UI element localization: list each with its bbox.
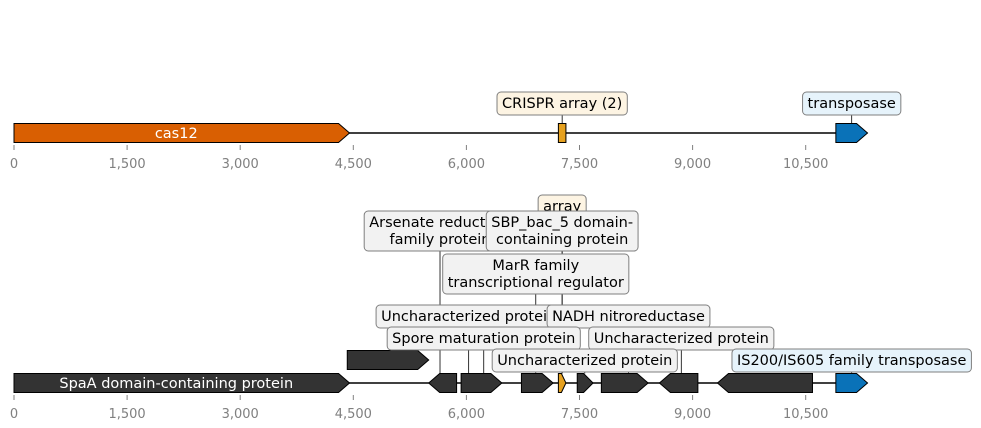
gene-arrow-other[interactable] (576, 373, 594, 393)
feature-label-text: Spore maturation protein (392, 331, 575, 347)
feature-label-box (802, 91, 902, 116)
axis-tick-label: 0 (10, 157, 18, 172)
axis-tick-label: 10,500 (783, 157, 829, 172)
axis-tick-label: 9,000 (674, 157, 711, 172)
axis-top: 0 1,500 3,000 4,500 6,000 7,500 9,000 10,500 (10, 145, 829, 172)
feature-label-box (588, 326, 775, 351)
axis-tick-label: 6,000 (448, 407, 485, 422)
feature-label-text: containing protein (496, 232, 628, 248)
gene-arrow-other[interactable] (346, 350, 430, 370)
axis-tick-label: 7,500 (561, 407, 598, 422)
axis-tick-label: 3,000 (222, 157, 259, 172)
gene-arrow-other[interactable] (716, 373, 813, 393)
feature-label: Uncharacterized protein (491, 348, 678, 373)
axis-tick-label: 4,500 (335, 157, 372, 172)
gene-arrow-other[interactable] (13, 373, 351, 393)
feature-label-text: IS200/IS605 family transposase (737, 353, 967, 369)
axis-tick-label: 1,500 (108, 407, 145, 422)
track-top: cas12 0 1,500 3,000 4,500 6,000 7,500 9,000 10,5… (10, 91, 902, 172)
axis-tick-label: 7,500 (561, 157, 598, 172)
gene-arrow-other[interactable] (658, 373, 699, 393)
feature-label-text: Arsenate reductase (369, 215, 511, 231)
feature-label-text: Uncharacterized protein (381, 309, 556, 325)
feature-label-text: transposase (808, 96, 896, 112)
feature-label-text: NADH nitroreductase (552, 309, 705, 325)
axis-bottom: 0 1,500 3,000 4,500 6,000 7,500 9,000 10,500 (10, 395, 829, 422)
axis-tick-label: 3,000 (222, 407, 259, 422)
gene-arrow-cas12[interactable] (13, 123, 351, 143)
feature-label-box (731, 348, 972, 373)
feature-label-text: family protein (390, 232, 491, 248)
feature-label: SBP_bac_5 domain-containing protein (485, 210, 639, 252)
feature-label-text: MarR family (492, 258, 579, 274)
feature-label: transposase (802, 91, 902, 116)
feature-label-text: Uncharacterized protein (497, 353, 672, 369)
gene-arrow-other[interactable] (520, 373, 554, 393)
axis-tick-label: 1,500 (108, 157, 145, 172)
feature-label-text: Uncharacterized protein (594, 331, 769, 347)
gene-arrow-other[interactable] (460, 373, 503, 393)
feature-label: Uncharacterized protein (588, 326, 775, 351)
gene-arrow-other[interactable] (427, 373, 458, 393)
feature-label: CRISPR array (2) (496, 91, 628, 116)
gene-arrow-crispr[interactable] (557, 123, 567, 143)
gene-arrow-crispr[interactable] (557, 373, 567, 393)
track-bottom: SpaA domain-containing protein 0 1,500 3,00… (10, 194, 972, 422)
gene-inner-label: SpaA domain-containing protein (59, 376, 293, 392)
feature-label-text: transcriptional regulator (448, 275, 624, 291)
feature-label: Uncharacterized protein (375, 304, 562, 329)
gene-arrow-other[interactable] (600, 373, 649, 393)
axis-tick-label: 9,000 (674, 407, 711, 422)
gene-arrow-transposase[interactable] (835, 123, 869, 143)
feature-label: IS200/IS605 family transposase (731, 348, 972, 373)
feature-label-box (386, 326, 581, 351)
axis-tick-label: 4,500 (335, 407, 372, 422)
gene-inner-label: cas12 (155, 126, 198, 142)
feature-label-box (485, 210, 639, 252)
feature-label: Spore maturation protein (386, 326, 581, 351)
axis-tick-label: 10,500 (783, 407, 829, 422)
feature-label-box (496, 91, 628, 116)
gene-arrow-transposase[interactable] (835, 373, 869, 393)
axis-tick-label: 6,000 (448, 157, 485, 172)
axis-tick-label: 0 (10, 407, 18, 422)
feature-label: NADH nitroreductase (546, 304, 711, 329)
feature-label-box (491, 348, 678, 373)
feature-label-text: SBP_bac_5 domain- (491, 215, 633, 231)
label-connectors (561, 115, 853, 124)
feature-label-text: CRISPR array (2) (502, 96, 622, 112)
feature-label-box (442, 253, 630, 295)
